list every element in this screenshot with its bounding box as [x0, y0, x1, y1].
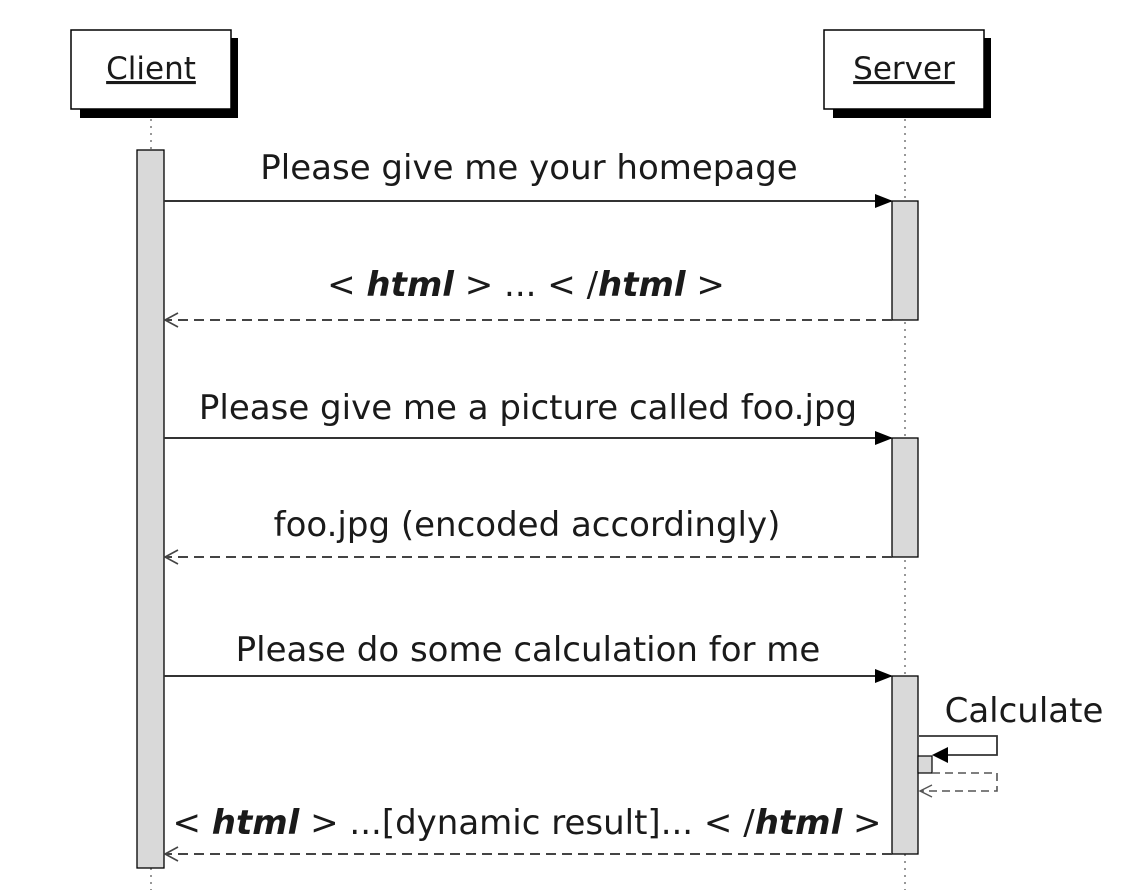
message-label: Please give me a picture called foo.jpg	[199, 388, 857, 428]
message-label: < html > ...[dynamic result]... < /html …	[172, 803, 881, 843]
message-request: Please give me a picture called foo.jpg	[164, 388, 893, 445]
message-label: Please do some calculation for me	[236, 630, 821, 670]
server-label: Server	[853, 51, 955, 87]
client-actor: Client	[70, 29, 238, 118]
server-actor: Server	[823, 29, 991, 118]
message-request: Please do some calculation for me	[164, 630, 893, 683]
client-activation-bar	[136, 149, 165, 869]
message-response: foo.jpg (encoded accordingly)	[163, 505, 892, 565]
message-label: Please give me your homepage	[260, 148, 797, 188]
server-activation-bar	[891, 200, 919, 321]
message-request: Please give me your homepage	[164, 148, 893, 208]
server-activation-bar	[891, 675, 919, 855]
message-response: < html > ... < /html >	[163, 265, 892, 328]
message-label: < html > ... < /html >	[327, 265, 725, 305]
server-activation-bar	[891, 437, 919, 558]
message-response: < html > ...[dynamic result]... < /html …	[163, 803, 892, 862]
nested-activation-bar	[917, 755, 933, 774]
self-call-calculate: Calculate	[917, 691, 1104, 798]
self-call-label: Calculate	[945, 691, 1104, 731]
message-label: foo.jpg (encoded accordingly)	[274, 505, 781, 545]
client-label: Client	[106, 51, 196, 87]
